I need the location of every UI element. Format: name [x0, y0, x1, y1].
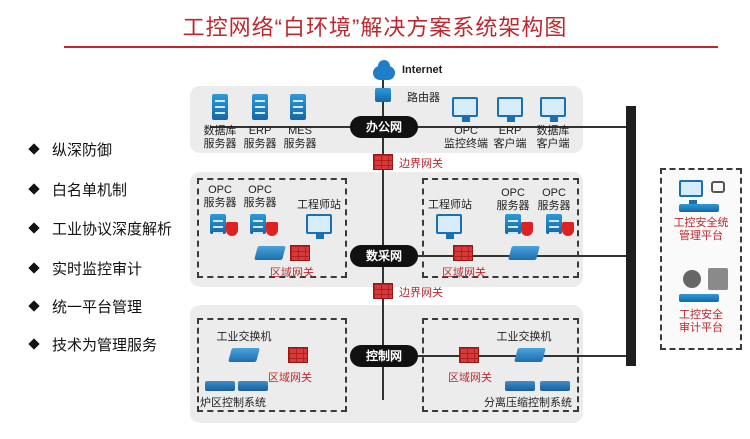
feature-label: 实时监控审计 [52, 261, 143, 278]
engineer-station-label: 工程师站 [297, 199, 341, 211]
area-gateway-firewall-icon [453, 245, 473, 261]
router-icon [375, 88, 391, 102]
storage-icon [708, 268, 728, 290]
boundary-gateway-label: 边界网关 [399, 158, 443, 170]
diamond-bullet-icon [28, 300, 40, 312]
opc-server-icon [250, 214, 266, 234]
area-gateway-label: 区域网关 [448, 372, 492, 384]
opc-server-label: OPC 服务器 [496, 187, 530, 212]
feature-label: 工业协议深度解析 [52, 221, 173, 238]
switch-icon [254, 246, 286, 260]
plc-icon [238, 381, 268, 391]
engineer-station-icon [306, 214, 332, 239]
opc-monitor-terminal-icon [452, 97, 478, 122]
feature-item: 纵深防御 [28, 139, 113, 160]
backbone-line [382, 80, 384, 400]
mes-server-label: MES 服务器 [283, 125, 317, 150]
appliance-icon [679, 294, 719, 302]
diamond-bullet-icon [28, 183, 40, 195]
feature-item: 白名单机制 [28, 179, 128, 200]
feature-label: 纵深防御 [52, 142, 113, 159]
shield-icon [226, 222, 238, 236]
diamond-bullet-icon [28, 262, 40, 274]
boundary-gateway-firewall-icon [373, 283, 393, 299]
opc-server-icon [546, 214, 562, 234]
feature-label: 技术为管理服务 [52, 337, 158, 354]
opc-monitor-terminal-label: OPC 监控终端 [444, 125, 488, 150]
security-platform-panel [660, 168, 742, 350]
appliance-icon [679, 204, 719, 212]
area-gateway-label: 区域网关 [270, 267, 314, 279]
area-gateway-firewall-icon [288, 347, 308, 363]
diamond-bullet-icon [28, 222, 40, 234]
database-server-icon [212, 94, 228, 120]
area-gateway-firewall-icon [290, 245, 310, 261]
collection-left-box [197, 178, 347, 278]
feature-item: 实时监控审计 [28, 258, 143, 279]
industrial-switch-icon [514, 348, 546, 362]
shield-icon [266, 222, 278, 236]
diamond-bullet-icon [28, 143, 40, 155]
boundary-gateway-label: 边界网关 [399, 287, 443, 299]
opc-server-icon [210, 214, 226, 234]
data-collection-network-bus: 数采网 [350, 245, 418, 267]
feature-item: 技术为管理服务 [28, 334, 158, 355]
engineer-station-icon [436, 214, 462, 239]
control-left-box [197, 318, 347, 412]
control-right-box [422, 318, 579, 412]
database-server-label: 数据库 服务器 [203, 125, 237, 150]
office-network-bus: 办公网 [350, 116, 418, 138]
security-management-platform-label: 工控安全统 管理平台 [673, 217, 729, 242]
shield-icon [521, 222, 533, 236]
industrial-switch-label: 工业交换机 [216, 331, 272, 343]
database-client-icon [540, 97, 566, 122]
boundary-gateway-firewall-icon [373, 154, 393, 170]
area-gateway-label: 区域网关 [268, 372, 312, 384]
feature-label: 白名单机制 [52, 182, 128, 199]
area-gateway-firewall-icon [459, 347, 479, 363]
opc-server-label: OPC 服务器 [203, 184, 237, 209]
erp-client-icon [497, 97, 523, 122]
laptop-icon [679, 180, 703, 205]
erp-server-icon [252, 94, 268, 120]
feature-label: 统一平台管理 [52, 299, 143, 316]
user-icon [711, 181, 725, 193]
office-link-line [418, 126, 628, 128]
collection-right-box [422, 178, 579, 278]
mes-server-icon [290, 94, 306, 120]
internet-cloud-icon [373, 60, 395, 80]
database-admin-icon [683, 270, 701, 288]
control-network-bus: 控制网 [350, 345, 418, 367]
opc-server-label: OPC 服务器 [243, 184, 277, 209]
engineer-station-label: 工程师站 [428, 199, 472, 211]
page-title: 工控网络“白环境”解决方案系统架构图 [182, 15, 568, 40]
router-label: 路由器 [407, 92, 440, 104]
office-left-line [210, 126, 350, 128]
opc-server-icon [505, 214, 521, 234]
erp-client-label: ERP 客户端 [493, 125, 527, 150]
feature-item: 统一平台管理 [28, 296, 143, 317]
separation-compression-control-system-label: 分离压缩控制系统 [484, 397, 572, 409]
feature-item: 工业协议深度解析 [28, 218, 173, 239]
industrial-switch-icon [228, 348, 260, 362]
erp-server-label: ERP 服务器 [243, 125, 277, 150]
database-client-label: 数据库 客户端 [536, 125, 570, 150]
opc-server-label: OPC 服务器 [537, 187, 571, 212]
security-backbone-bar [626, 106, 636, 366]
switch-icon [508, 246, 540, 260]
diamond-bullet-icon [28, 338, 40, 350]
internet-label: Internet [402, 64, 443, 76]
plc-icon [505, 381, 535, 391]
furnace-control-system-label: 炉区控制系统 [200, 397, 266, 409]
plc-icon [205, 381, 235, 391]
security-audit-platform-label: 工控安全 审计平台 [679, 309, 723, 334]
shield-icon [562, 222, 574, 236]
title-underline [64, 46, 718, 48]
area-gateway-label: 区域网关 [442, 267, 486, 279]
industrial-switch-label: 工业交换机 [496, 331, 552, 343]
plc-icon [540, 381, 570, 391]
